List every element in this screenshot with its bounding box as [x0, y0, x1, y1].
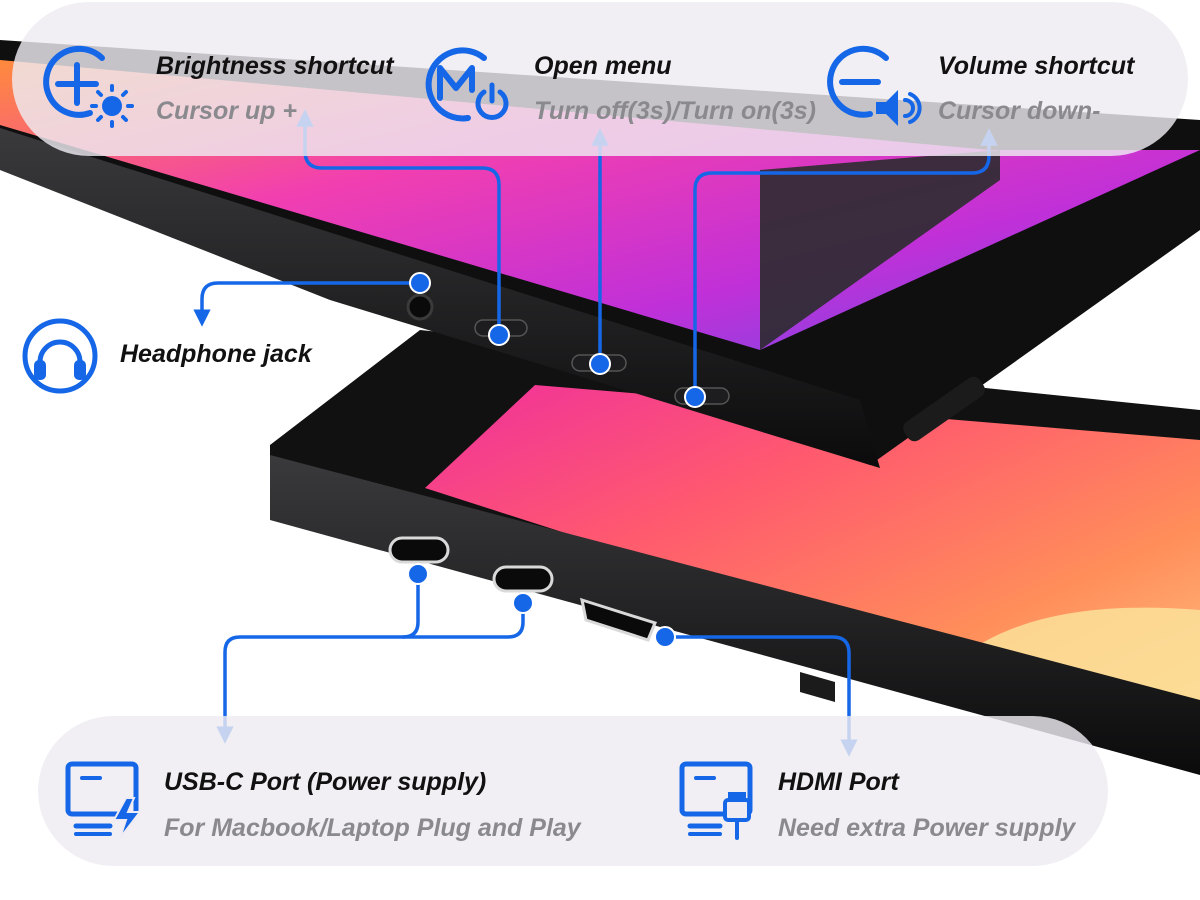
- usb-c-title: USB-C Port (Power supply): [164, 768, 487, 796]
- brightness-title: Brightness shortcut: [156, 52, 394, 80]
- menu-power-icon: [425, 47, 509, 122]
- brightness-plus-icon: [43, 45, 134, 128]
- hdmi-subtitle: Need extra Power supply: [778, 814, 1076, 842]
- upper-monitor-dark-panel: [760, 150, 1000, 350]
- usb-c-callout-line: [216, 572, 420, 744]
- lower-monitor-foot: [800, 672, 835, 702]
- usb-c-2-callout-dot: [512, 592, 534, 614]
- headphone-callout-dot: [409, 272, 431, 294]
- lower-monitor: [270, 330, 1200, 775]
- hdmi-callout-line: [663, 635, 858, 757]
- upper-monitor-edge: [0, 128, 880, 468]
- headphones-icon: [22, 318, 98, 394]
- headphone-title: Headphone jack: [120, 340, 312, 368]
- volume-callout-dot: [684, 386, 706, 408]
- menu-title: Open menu: [534, 52, 672, 80]
- volume-minus-icon: [827, 45, 922, 126]
- menu-callout-dot: [589, 353, 611, 375]
- lower-monitor-edge: [270, 455, 1200, 775]
- hdmi-title: HDMI Port: [778, 768, 899, 796]
- hdmi-callout-dot: [654, 626, 676, 648]
- usb-c-port-2: [492, 565, 554, 593]
- brightness-callout-dot: [488, 324, 510, 346]
- headphone-callout-line: [193, 281, 422, 327]
- brightness-subtitle: Cursor up +: [156, 97, 297, 125]
- button-feature-panel: [12, 2, 1188, 156]
- brightness-callout-line: [296, 109, 501, 337]
- usb-c-2-callout-line: [401, 601, 525, 639]
- usb-c-subtitle: For Macbook/Laptop Plug and Play: [164, 814, 581, 842]
- headphone-port: [406, 293, 434, 321]
- usb-c-port-1: [388, 536, 450, 564]
- usb-c-callout-dot: [407, 563, 429, 585]
- monitor-lightning-icon: [65, 761, 143, 839]
- volume-subtitle: Cursor down-: [938, 97, 1101, 125]
- menu-subtitle: Turn off(3s)/Turn on(3s): [534, 97, 816, 125]
- hdmi-port: [580, 597, 658, 642]
- volume-title: Volume shortcut: [938, 52, 1135, 80]
- volume-callout-line: [693, 128, 998, 399]
- port-feature-panel: [38, 716, 1108, 866]
- monitor-plug-icon: [679, 761, 753, 840]
- side-slot: [903, 376, 985, 442]
